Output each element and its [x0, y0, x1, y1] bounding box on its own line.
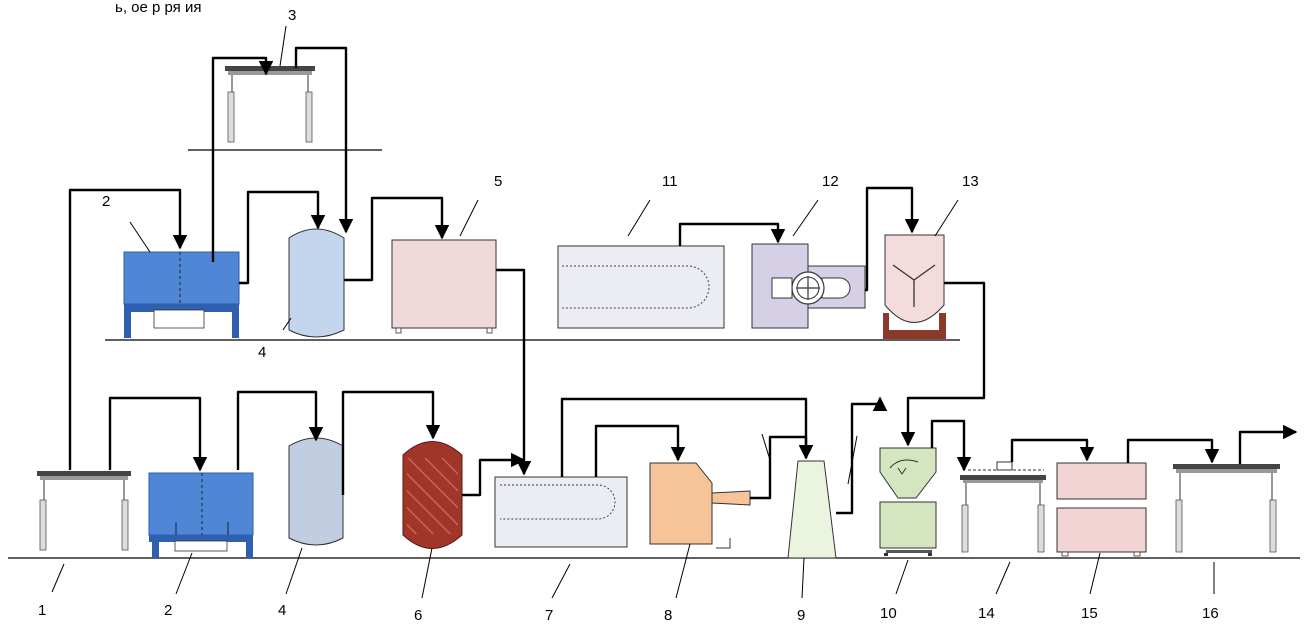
label-14: 14	[978, 605, 995, 622]
flow-tank2-to-lower-column4	[236, 390, 324, 470]
equipment-16-table	[1173, 464, 1280, 553]
label-4-upper: 4	[258, 344, 266, 361]
flow-tank2-to-table3	[211, 56, 274, 262]
equipment-15-press	[1056, 462, 1147, 557]
flow-cooler9-to-hopper10	[836, 396, 888, 515]
flow-hopper10-to-table14	[930, 419, 972, 472]
flow-table3-to-column4	[294, 46, 354, 234]
labels: 3 2 4 5 11 12 13 1 2 4 6 7 8 9 10 14 15	[38, 7, 1219, 624]
equipment-2-upper-tank	[123, 251, 240, 338]
flow-cabinet5-to-trough7	[496, 268, 532, 476]
equipment-2-lower-tank	[148, 472, 254, 558]
label-5: 5	[494, 173, 502, 190]
flow-tank2-to-column4	[239, 190, 326, 285]
label-4-lower: 4	[278, 602, 286, 619]
flow-column4-to-reactor6	[341, 390, 441, 495]
flow-table1-to-lower-tank2	[108, 396, 208, 472]
equipment-8-extruder	[649, 462, 751, 549]
label-2-upper: 2	[102, 193, 110, 210]
label-2-lower: 2	[164, 602, 172, 619]
flow-trough11-to-granulator12	[678, 222, 786, 246]
flow-mixer13-to-hopper10	[900, 281, 986, 447]
equipment-14-table	[960, 461, 1046, 553]
label-8: 8	[664, 607, 672, 624]
flow-trough7-to-extruder8	[594, 424, 686, 477]
label-13: 13	[962, 173, 979, 190]
label-3: 3	[288, 7, 296, 24]
equipment-11-trough	[557, 245, 725, 329]
flow-table1-to-upper-tank2	[68, 188, 188, 470]
top-caption: ь, ое р ря ия	[115, 0, 201, 16]
label-11: 11	[662, 173, 678, 190]
label-15: 15	[1081, 605, 1098, 622]
equipment-13-mixer	[883, 234, 946, 339]
equipment-3-table	[225, 66, 315, 143]
flow-extruder8-to-cooler9	[750, 435, 814, 500]
label-7: 7	[545, 607, 553, 624]
equipment-6-reactor	[402, 441, 463, 549]
label-1: 1	[38, 602, 46, 619]
equipment-4-lower-column	[288, 437, 344, 546]
flow-lines	[68, 46, 1298, 515]
flow-press15-to-table16	[1126, 438, 1220, 464]
equipment-1-table	[37, 471, 131, 551]
label-6: 6	[414, 607, 422, 624]
flow-table14-to-press15	[1010, 438, 1095, 462]
flow-reactor6-to-trough7	[462, 452, 526, 497]
equipment-4-upper-column	[288, 228, 345, 338]
label-10: 10	[880, 605, 897, 622]
flow-trough7-to-cooler9	[560, 397, 814, 477]
equipment-7-trough	[494, 476, 628, 548]
label-9: 9	[797, 607, 805, 624]
flow-column4-to-cabinet5	[344, 196, 450, 282]
equipment-10-hopper	[879, 447, 937, 556]
flow-table16-output	[1238, 424, 1298, 464]
equipment-5-cabinet	[391, 239, 497, 334]
equipment-9-cooler	[787, 460, 837, 559]
label-12: 12	[822, 173, 839, 190]
label-16: 16	[1202, 605, 1219, 622]
flow-granulator12-to-mixer13	[865, 186, 920, 292]
equipment-12-granulator	[751, 243, 866, 329]
